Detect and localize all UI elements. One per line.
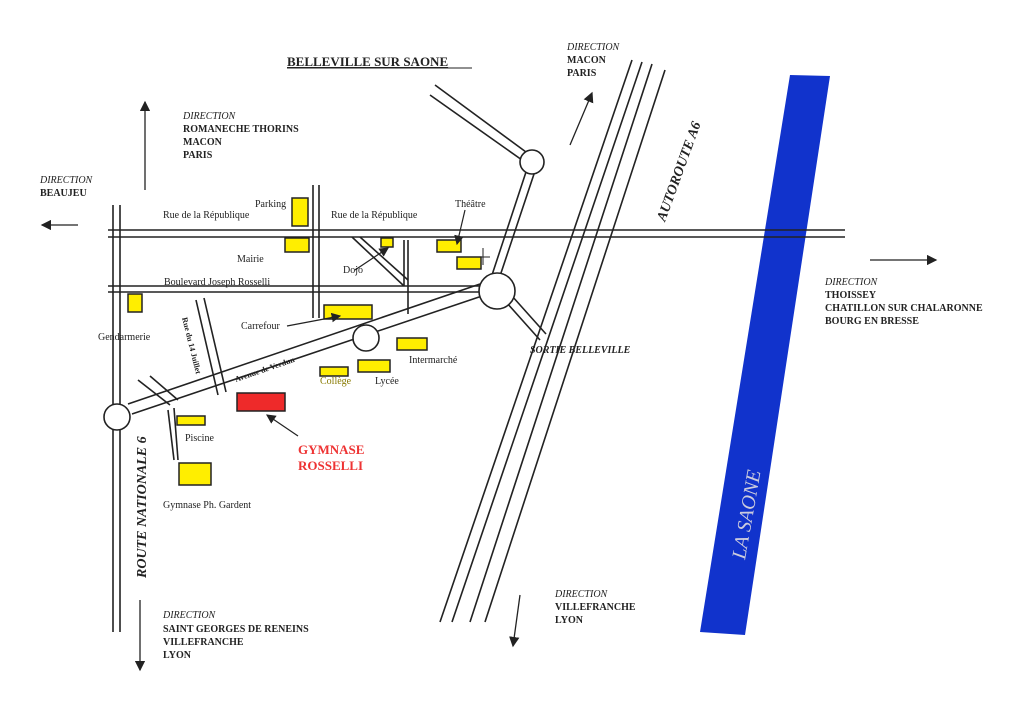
autoroute-a6 xyxy=(439,59,666,623)
building-gymnase-rosselli xyxy=(236,392,286,412)
destination-line1: GYMNASE xyxy=(298,442,364,457)
building-intermarche xyxy=(396,337,428,351)
direction-east: DIRECTION THOISSEY CHATILLON SUR CHALARO… xyxy=(824,277,983,327)
map-title: BELLEVILLE SUR SAONE xyxy=(287,54,448,69)
river-saone xyxy=(700,75,830,635)
road-label-sortie: SORTIE BELLEVILLE xyxy=(530,345,631,356)
label-gendarmerie: Gendarmerie xyxy=(98,332,151,343)
direction-label: DIRECTION xyxy=(566,42,621,53)
building-piscine xyxy=(176,415,206,426)
road-label-rue-14-juillet: Rue du 14 Juillet xyxy=(180,316,203,375)
direction-line: MACON xyxy=(183,137,223,148)
label-carrefour: Carrefour xyxy=(241,321,281,332)
direction-line: BOURG EN BRESSE xyxy=(825,316,919,327)
label-college: Collège xyxy=(320,376,352,387)
direction-line: CHATILLON SUR CHALARONNE xyxy=(825,303,983,314)
direction-label: DIRECTION xyxy=(39,175,94,186)
direction-arrows xyxy=(40,91,938,672)
road-label-rue-republique-west: Rue de la République xyxy=(163,210,250,221)
building-gendarmerie xyxy=(127,293,143,313)
direction-label: DIRECTION xyxy=(554,589,609,600)
direction-label: DIRECTION xyxy=(182,111,237,122)
road-network xyxy=(103,84,845,632)
direction-label: DIRECTION xyxy=(824,277,879,288)
label-dojo: Dojo xyxy=(343,265,363,276)
road-label-rue-republique-east: Rue de la République xyxy=(331,210,418,221)
direction-south-left: DIRECTION SAINT GEORGES DE RENEINS VILLE… xyxy=(162,610,309,661)
direction-line: LYON xyxy=(163,650,192,661)
label-piscine: Piscine xyxy=(185,433,214,444)
direction-line: VILLEFRANCHE xyxy=(555,602,636,613)
label-mairie: Mairie xyxy=(237,254,264,265)
direction-north-left: DIRECTION ROMANECHE THORINS MACON PARIS xyxy=(182,111,299,161)
label-parking: Parking xyxy=(255,199,286,210)
building-dojo xyxy=(380,237,394,248)
direction-west: DIRECTION BEAUJEU xyxy=(39,175,94,199)
direction-label: DIRECTION xyxy=(162,610,217,621)
direction-line: VILLEFRANCHE xyxy=(163,637,244,648)
building-gymnase-gardent xyxy=(178,462,212,486)
autoroute-label: AUTOROUTE A6 xyxy=(654,120,704,224)
direction-line: PARIS xyxy=(183,150,213,161)
direction-south-center: DIRECTION VILLEFRANCHE LYON xyxy=(554,589,636,626)
road-label-rn6: ROUTE NATIONALE 6 xyxy=(135,436,150,579)
direction-line: ROMANECHE THORINS xyxy=(183,124,299,135)
road-label-avenue-verdun: Avenue de Verdun xyxy=(234,355,297,384)
label-lycee: Lycée xyxy=(375,376,399,387)
direction-line: SAINT GEORGES DE RENEINS xyxy=(163,624,309,635)
building-parking xyxy=(291,197,309,227)
building-theatre-annex xyxy=(456,256,482,270)
destination-line2: ROSSELLI xyxy=(298,458,363,473)
building-college xyxy=(319,366,349,377)
road-label-boulevard: Boulevard Joseph Rosselli xyxy=(164,277,270,288)
direction-line: THOISSEY xyxy=(825,290,877,301)
building-carrefour xyxy=(323,304,373,320)
label-gymnase-gardent: Gymnase Ph. Gardent xyxy=(163,500,251,511)
building-lycee xyxy=(357,359,391,373)
direction-line: BEAUJEU xyxy=(40,188,87,199)
direction-north-center: DIRECTION MACON PARIS xyxy=(566,42,621,79)
direction-line: LYON xyxy=(555,615,584,626)
direction-line: PARIS xyxy=(567,68,597,79)
building-mairie xyxy=(284,237,310,253)
direction-line: MACON xyxy=(567,55,607,66)
pointer-arrows xyxy=(266,209,466,437)
label-intermarche: Intermarché xyxy=(409,355,458,366)
label-theatre: Théâtre xyxy=(455,199,486,210)
